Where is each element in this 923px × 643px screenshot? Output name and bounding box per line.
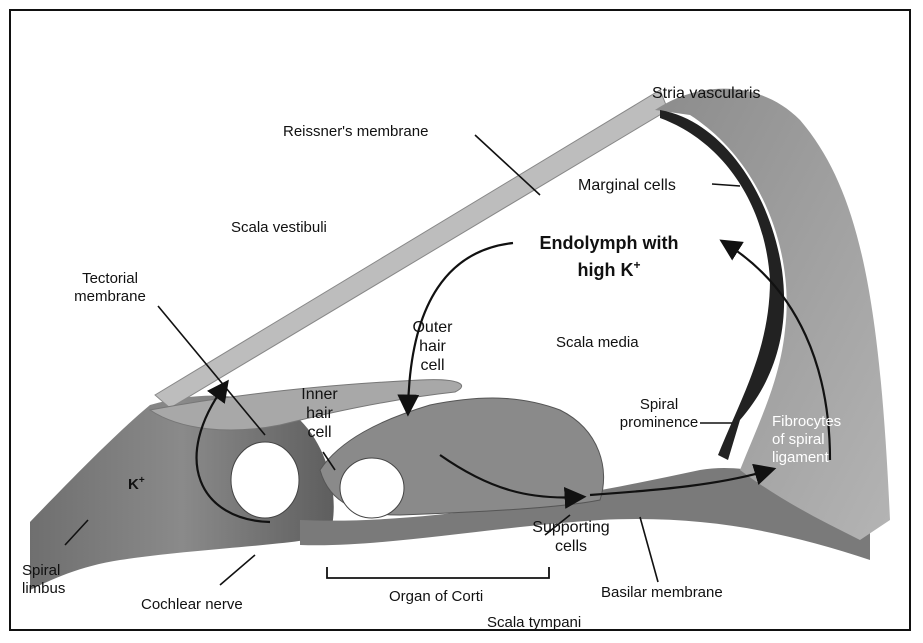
label-spiral-prominence: Spiral prominence [610, 396, 708, 432]
label-organ-of-corti: Organ of Corti [389, 588, 483, 606]
label-spiral-limbus: Spiral limbus [22, 562, 65, 598]
label-reissners-membrane: Reissner's membrane [283, 123, 428, 141]
label-scala-media: Scala media [556, 334, 639, 352]
fibrocytes-line3: ligament [772, 449, 841, 467]
endolymph-text: high K [577, 260, 633, 280]
label-fibrocytes: Fibrocytes of spiral ligament [772, 413, 841, 467]
endolymph-line1: Endolymph with [514, 232, 704, 254]
label-scala-vestibuli: Scala vestibuli [231, 219, 327, 237]
label-marginal-cells: Marginal cells [578, 176, 676, 195]
label-basilar-membrane: Basilar membrane [601, 584, 723, 602]
basilar-leader [640, 517, 658, 582]
label-supporting-cells: Supporting cells [518, 518, 624, 556]
outer-hair-line3: cell [405, 356, 460, 375]
spiral-prominence-line1: Spiral [610, 396, 708, 414]
spiral-limbus-line1: Spiral [22, 562, 65, 580]
marginal-leader [712, 184, 740, 186]
label-inner-hair-cell: Inner hair cell [292, 385, 347, 442]
inner-hair-line1: Inner [292, 385, 347, 404]
endolymph-line2: high K+ [514, 254, 704, 281]
label-outer-hair-cell: Outer hair cell [405, 318, 460, 375]
label-endolymph: Endolymph with high K+ [514, 232, 704, 281]
inner-hair-line2: hair [292, 404, 347, 423]
k-ion-text: K [128, 476, 139, 493]
label-tectorial-membrane: Tectorial membrane [60, 270, 160, 306]
inner-sulcus [231, 442, 299, 518]
spiral-prominence-line2: prominence [610, 414, 708, 432]
endolymph-superscript: + [633, 258, 640, 272]
label-scala-tympani: Scala tympani [487, 614, 581, 632]
tectorial-line1: Tectorial [60, 270, 160, 288]
inner-hair-line3: cell [292, 423, 347, 442]
supporting-line1: Supporting [518, 518, 624, 537]
outer-hair-line1: Outer [405, 318, 460, 337]
tunnel-of-corti [340, 458, 404, 518]
supporting-line2: cells [518, 537, 624, 556]
tectorial-line2: membrane [60, 288, 160, 306]
fibrocytes-line2: of spiral [772, 431, 841, 449]
spiral-limbus-line2: limbus [22, 580, 65, 598]
k-ion-superscript: + [139, 475, 145, 486]
organ-of-corti-bracket [327, 567, 549, 578]
outer-hair-line2: hair [405, 337, 460, 356]
nerve-leader [220, 555, 255, 585]
fibrocytes-line1: Fibrocytes [772, 413, 841, 431]
label-cochlear-nerve: Cochlear nerve [141, 596, 243, 614]
label-k-ion: K+ [128, 472, 145, 494]
label-stria-vascularis: Stria vascularis [652, 84, 760, 103]
